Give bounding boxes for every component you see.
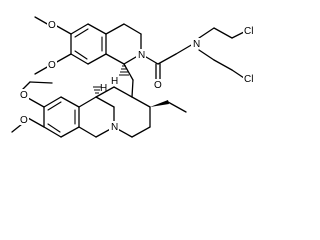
atom-h-bottom: H [100, 83, 107, 94]
quinolizidine-ring [95, 86, 151, 138]
atom-n-amine: N [191, 38, 201, 50]
atom-label-o-methoxy-4: O [20, 115, 28, 126]
atom-o-methoxy-2: O [47, 59, 57, 71]
chemical-structure: N N N O Cl Cl O O O O H H [11, 16, 257, 138]
atom-h-top: H [111, 76, 118, 87]
atom-label-o-methoxy-3: O [20, 90, 28, 101]
upper-methoxy-groups [34, 16, 72, 75]
atom-label-h-bottom: H [100, 83, 107, 94]
atom-n-bottom: N [109, 121, 119, 133]
atom-o-methoxy-3: O [19, 89, 29, 101]
upper-piperidine-ring [105, 23, 142, 65]
atom-label-cl-lower: Cl [244, 74, 253, 85]
amide-side-chain [140, 27, 245, 82]
atom-label-n-amine: N [193, 39, 200, 50]
atom-label-n-top: N [138, 50, 145, 61]
atom-cl-upper: Cl [243, 25, 257, 37]
atom-o-methoxy-4: O [19, 114, 29, 126]
methylene-linker [123, 63, 134, 98]
atom-o-carbonyl: O [152, 79, 162, 91]
lower-aromatic-ring [43, 96, 80, 138]
atom-n-top: N [136, 49, 146, 61]
atom-cl-lower: Cl [243, 73, 257, 85]
atom-label-n-bottom: N [111, 122, 118, 133]
ethyl-group [150, 100, 187, 113]
lower-methoxy-groups [11, 81, 53, 133]
atom-label-h-top: H [111, 76, 118, 87]
lower-middle-ring [78, 96, 115, 138]
atom-label-o-methoxy-2: O [48, 60, 56, 71]
upper-aromatic-ring [70, 23, 107, 65]
atom-label-o-methoxy-1: O [48, 20, 56, 31]
atom-label-cl-upper: Cl [244, 26, 253, 37]
atom-label-o-carbonyl: O [154, 80, 162, 91]
atom-o-methoxy-1: O [47, 19, 57, 31]
bottom-stereo-hydrogen [93, 86, 101, 94]
